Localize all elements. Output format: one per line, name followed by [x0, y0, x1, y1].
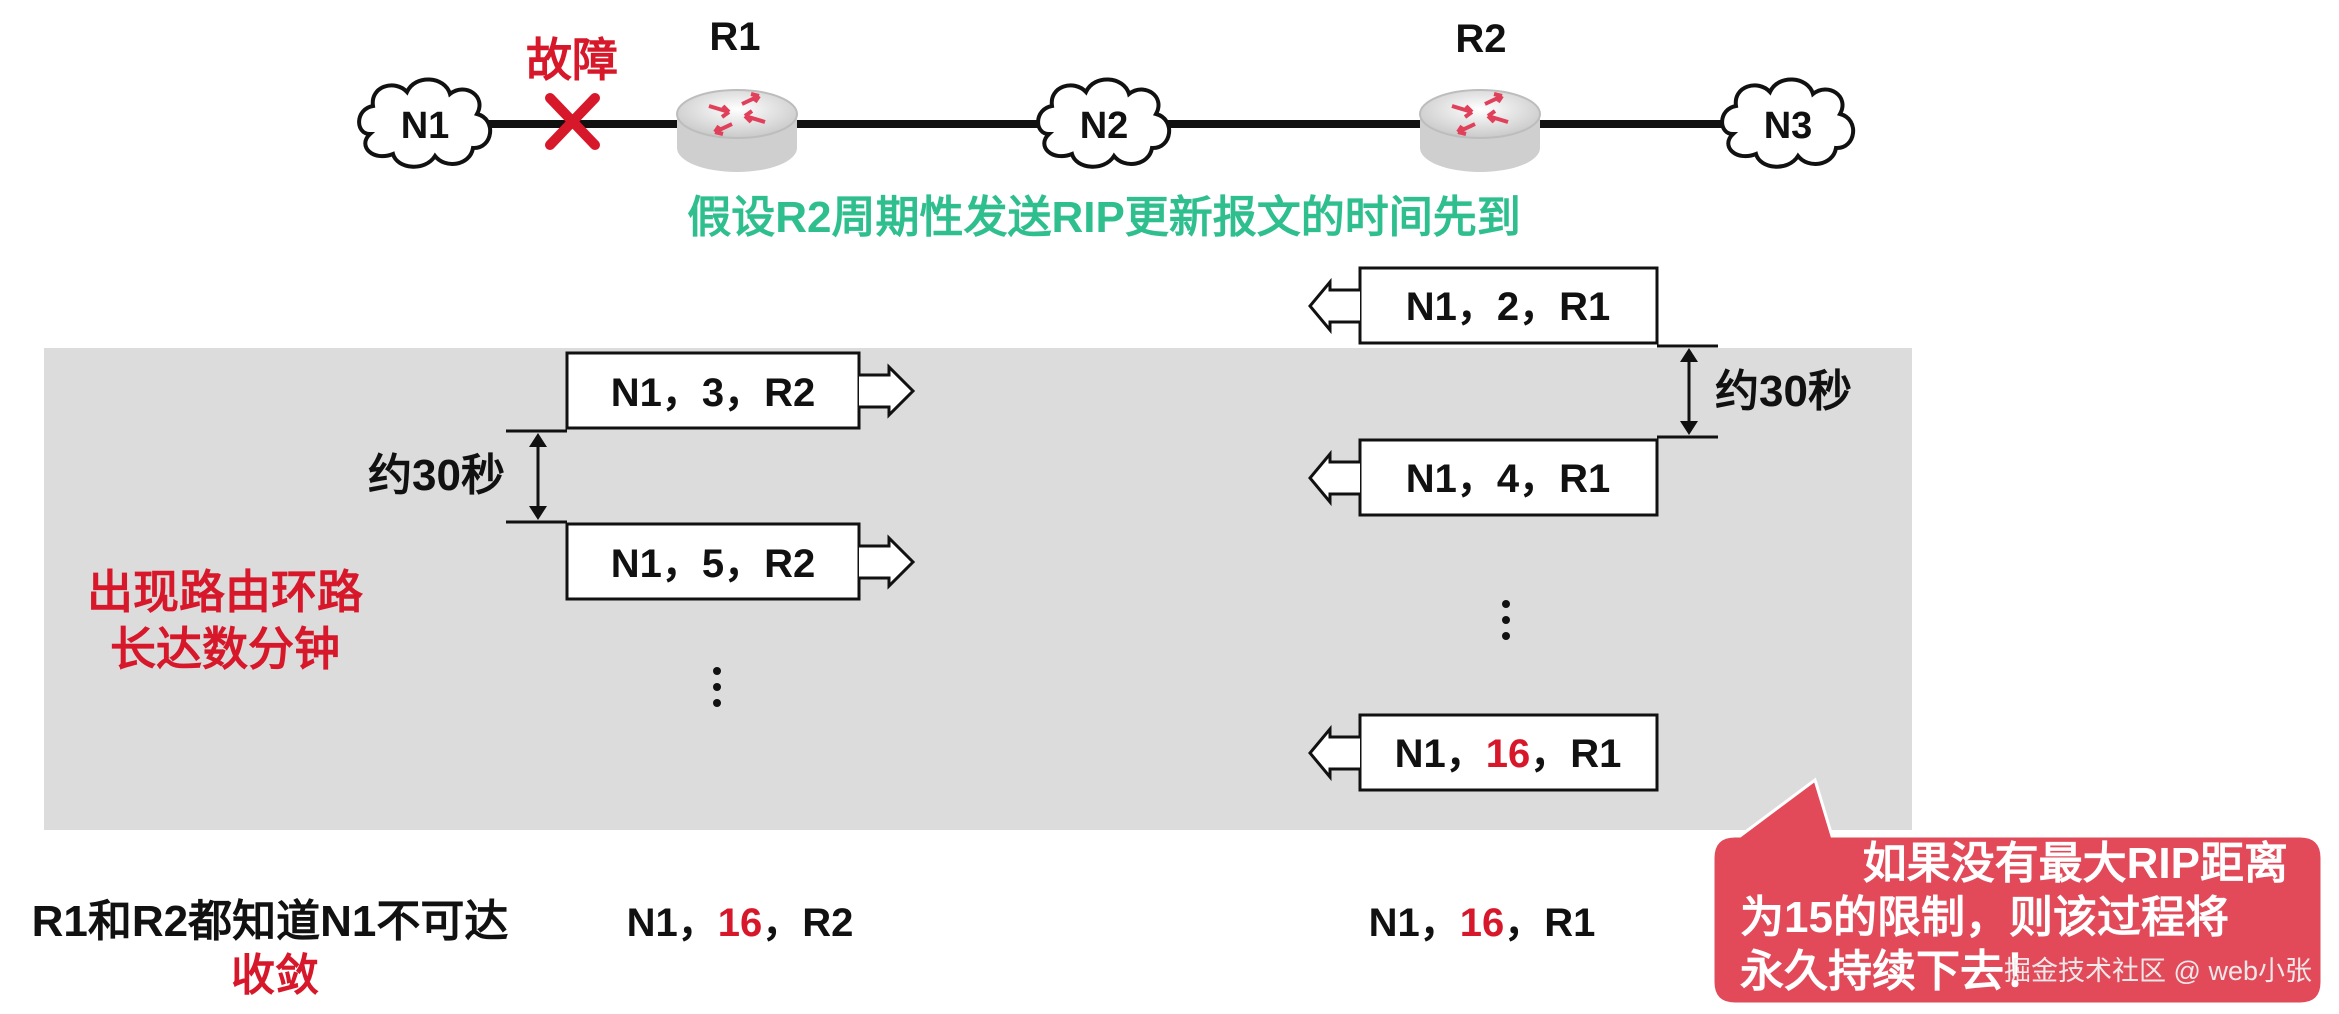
callout-bubble: 如果没有最大RIP距离 为15的限制，则该过程将 永久持续下去！	[1711, 777, 2324, 1006]
r2-label: R2	[1455, 17, 1506, 61]
callout-line2: 为15的限制，则该过程将	[1740, 893, 2229, 942]
r1-interval-label: 约30秒	[368, 451, 505, 500]
entry-dist: 5	[702, 542, 724, 586]
svg-text:N1，5，R2: N1，5，R2	[611, 542, 816, 586]
r2-update-box-3: N1，16，R1	[1308, 713, 1659, 792]
r1-ellipsis	[713, 667, 721, 707]
router-r1-icon	[676, 89, 798, 172]
callout-line3: 永久持续下去！	[1740, 947, 2048, 996]
r2-interval-label: 约30秒	[1715, 367, 1852, 416]
callout-line1: 如果没有最大RIP距离	[1863, 839, 2288, 888]
n3-label: N3	[1764, 105, 1813, 147]
entry-via: R1	[1570, 732, 1621, 776]
loop-note-line2: 长达数分钟	[110, 623, 340, 675]
entry-net: N1	[1395, 732, 1446, 776]
r2-update-box-1: N1，2，R1	[1308, 266, 1659, 345]
convergence-line1: R1和R2都知道N1不可达	[32, 897, 509, 946]
entry-net: N1	[1406, 285, 1457, 329]
entry-dist: 16	[1486, 732, 1531, 776]
fault-x-icon	[545, 93, 600, 150]
r2-ellipsis	[1502, 600, 1510, 640]
cloud-n1: N1	[357, 77, 493, 169]
entry-dist: 4	[1497, 457, 1520, 501]
svg-text:N1，3，R2: N1，3，R2	[611, 371, 816, 415]
entry-net: N1	[611, 371, 662, 415]
r1-update-box-1: N1，3，R2	[565, 351, 916, 430]
svg-text:N1，2，R1: N1，2，R1	[1406, 285, 1611, 329]
r1-update-box-2: N1，5，R2	[565, 522, 916, 601]
loop-note-line1: 出现路由环路	[87, 566, 364, 618]
cloud-n2: N2	[1036, 77, 1172, 169]
n2-label: N2	[1080, 105, 1129, 147]
entry-via: R1	[1559, 457, 1610, 501]
entry-via: R1	[1559, 285, 1610, 329]
entry-dist: 3	[702, 371, 724, 415]
r1-final-entry: N1，16，R2	[627, 901, 854, 945]
convergence-line2: 收敛	[231, 951, 319, 1000]
r1-label: R1	[709, 15, 760, 59]
entry-net: N1	[611, 542, 662, 586]
entry-via: R2	[764, 542, 815, 586]
r2-update-box-2: N1，4，R1	[1308, 438, 1659, 517]
r1-interval-arrow	[506, 429, 567, 524]
cloud-n3: N3	[1720, 77, 1856, 169]
entry-via: R2	[764, 371, 815, 415]
watermark: 掘金技术社区 @ web小张	[2004, 956, 2312, 986]
entry-net: N1	[1406, 457, 1457, 501]
r2-interval-arrow	[1657, 344, 1718, 439]
r2-final-entry: N1，16，R1	[1369, 901, 1596, 945]
router-r2-icon	[1419, 89, 1541, 172]
svg-text:N1，4，R1: N1，4，R1	[1406, 457, 1611, 501]
assumption-text: 假设R2周期性发送RIP更新报文的时间先到	[687, 193, 1521, 242]
svg-text:N1，16，R1: N1，16，R1	[1395, 732, 1622, 776]
n1-label: N1	[401, 105, 450, 147]
entry-dist: 2	[1497, 285, 1519, 329]
fault-label: 故障	[526, 34, 618, 86]
